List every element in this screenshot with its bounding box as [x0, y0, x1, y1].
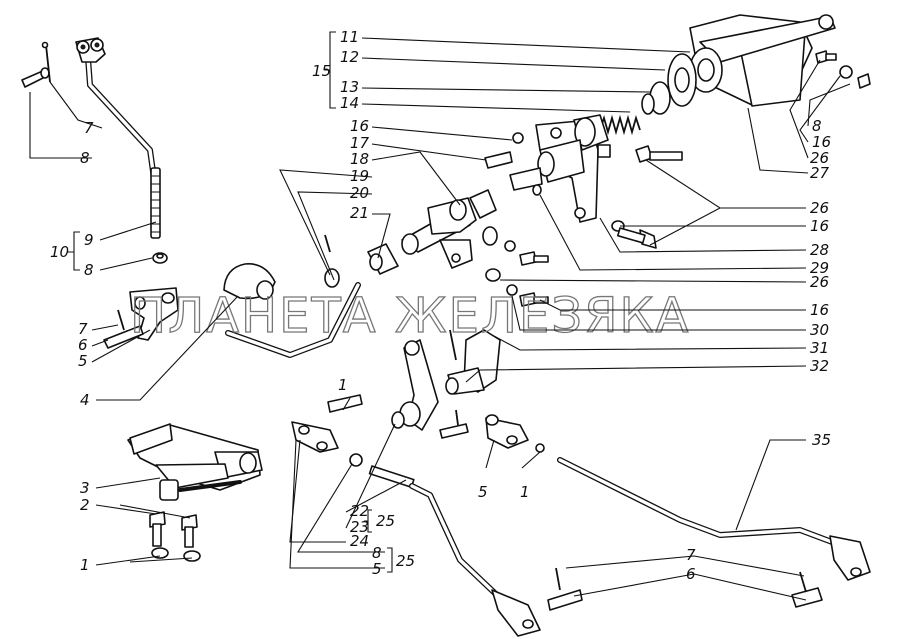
label-25-upper: 25 — [376, 512, 395, 530]
label-8-mid: 8 — [84, 261, 94, 279]
label-3: 3 — [80, 479, 90, 497]
label-11: 11 — [340, 28, 359, 46]
label-7-bottom: 7 — [686, 546, 696, 564]
label-1-pin: 1 — [338, 376, 348, 394]
label-23: 23 — [350, 518, 369, 536]
label-16-right-low: 16 — [810, 301, 829, 319]
label-16-right: 16 — [812, 133, 831, 151]
upper-lever-assembly — [21, 37, 161, 239]
label-5-right: 5 — [478, 483, 488, 501]
watermark-text: ПЛАНЕТА ЖЕЛЕЗЯКА — [130, 288, 690, 344]
label-35: 35 — [812, 431, 831, 449]
clutch-housing-assembly — [599, 14, 871, 136]
label-24: 24 — [350, 532, 369, 550]
label-9: 9 — [84, 231, 94, 249]
leader-lines — [29, 31, 851, 601]
label-1-left: 1 — [80, 556, 90, 574]
gearshift-lever-with-knob — [223, 263, 361, 358]
label-10: 10 — [50, 243, 69, 261]
label-18: 18 — [350, 150, 369, 168]
shaft-yoke-assembly — [324, 189, 549, 307]
label-4: 4 — [80, 391, 90, 409]
label-15: 15 — [312, 62, 331, 80]
label-16: 16 — [350, 117, 369, 135]
label-7-mid: 7 — [78, 320, 88, 338]
label-5-lower: 5 — [372, 560, 382, 578]
label-22: 22 — [350, 502, 369, 520]
label-27: 27 — [810, 164, 830, 182]
label-6-bottom: 6 — [686, 565, 696, 583]
label-26-right-low: 26 — [810, 273, 829, 291]
label-8-lower: 8 — [372, 544, 382, 562]
label-17: 17 — [350, 134, 370, 152]
label-8-right: 8 — [812, 117, 822, 135]
label-26-right-top: 26 — [810, 149, 829, 167]
bracket-assembly-3 — [127, 423, 263, 562]
label-7-top: 7 — [84, 119, 94, 137]
label-12: 12 — [340, 48, 359, 66]
long-rod-35 — [547, 457, 871, 611]
label-21: 21 — [350, 204, 369, 222]
part-number-labels: 11 12 15 13 14 16 17 18 19 20 21 7 8 9 1… — [50, 28, 831, 583]
label-19: 19 — [350, 167, 369, 185]
label-13: 13 — [340, 78, 359, 96]
label-5-mid: 5 — [78, 352, 88, 370]
label-29: 29 — [810, 259, 829, 277]
label-28: 28 — [810, 241, 829, 259]
cylinder-bracket-assembly — [484, 114, 683, 249]
label-1-right: 1 — [520, 483, 530, 501]
label-14: 14 — [340, 94, 359, 112]
label-20: 20 — [350, 184, 369, 202]
label-26-right-mid: 26 — [810, 199, 829, 217]
label-16-right-mid: 16 — [810, 217, 829, 235]
label-25-lower: 25 — [396, 552, 415, 570]
lower-lever-linkage — [291, 339, 545, 637]
label-8-top: 8 — [80, 149, 90, 167]
label-32: 32 — [810, 357, 829, 375]
label-31: 31 — [810, 339, 829, 357]
label-30: 30 — [810, 321, 829, 339]
label-6-mid: 6 — [78, 336, 88, 354]
label-2: 2 — [80, 496, 90, 514]
